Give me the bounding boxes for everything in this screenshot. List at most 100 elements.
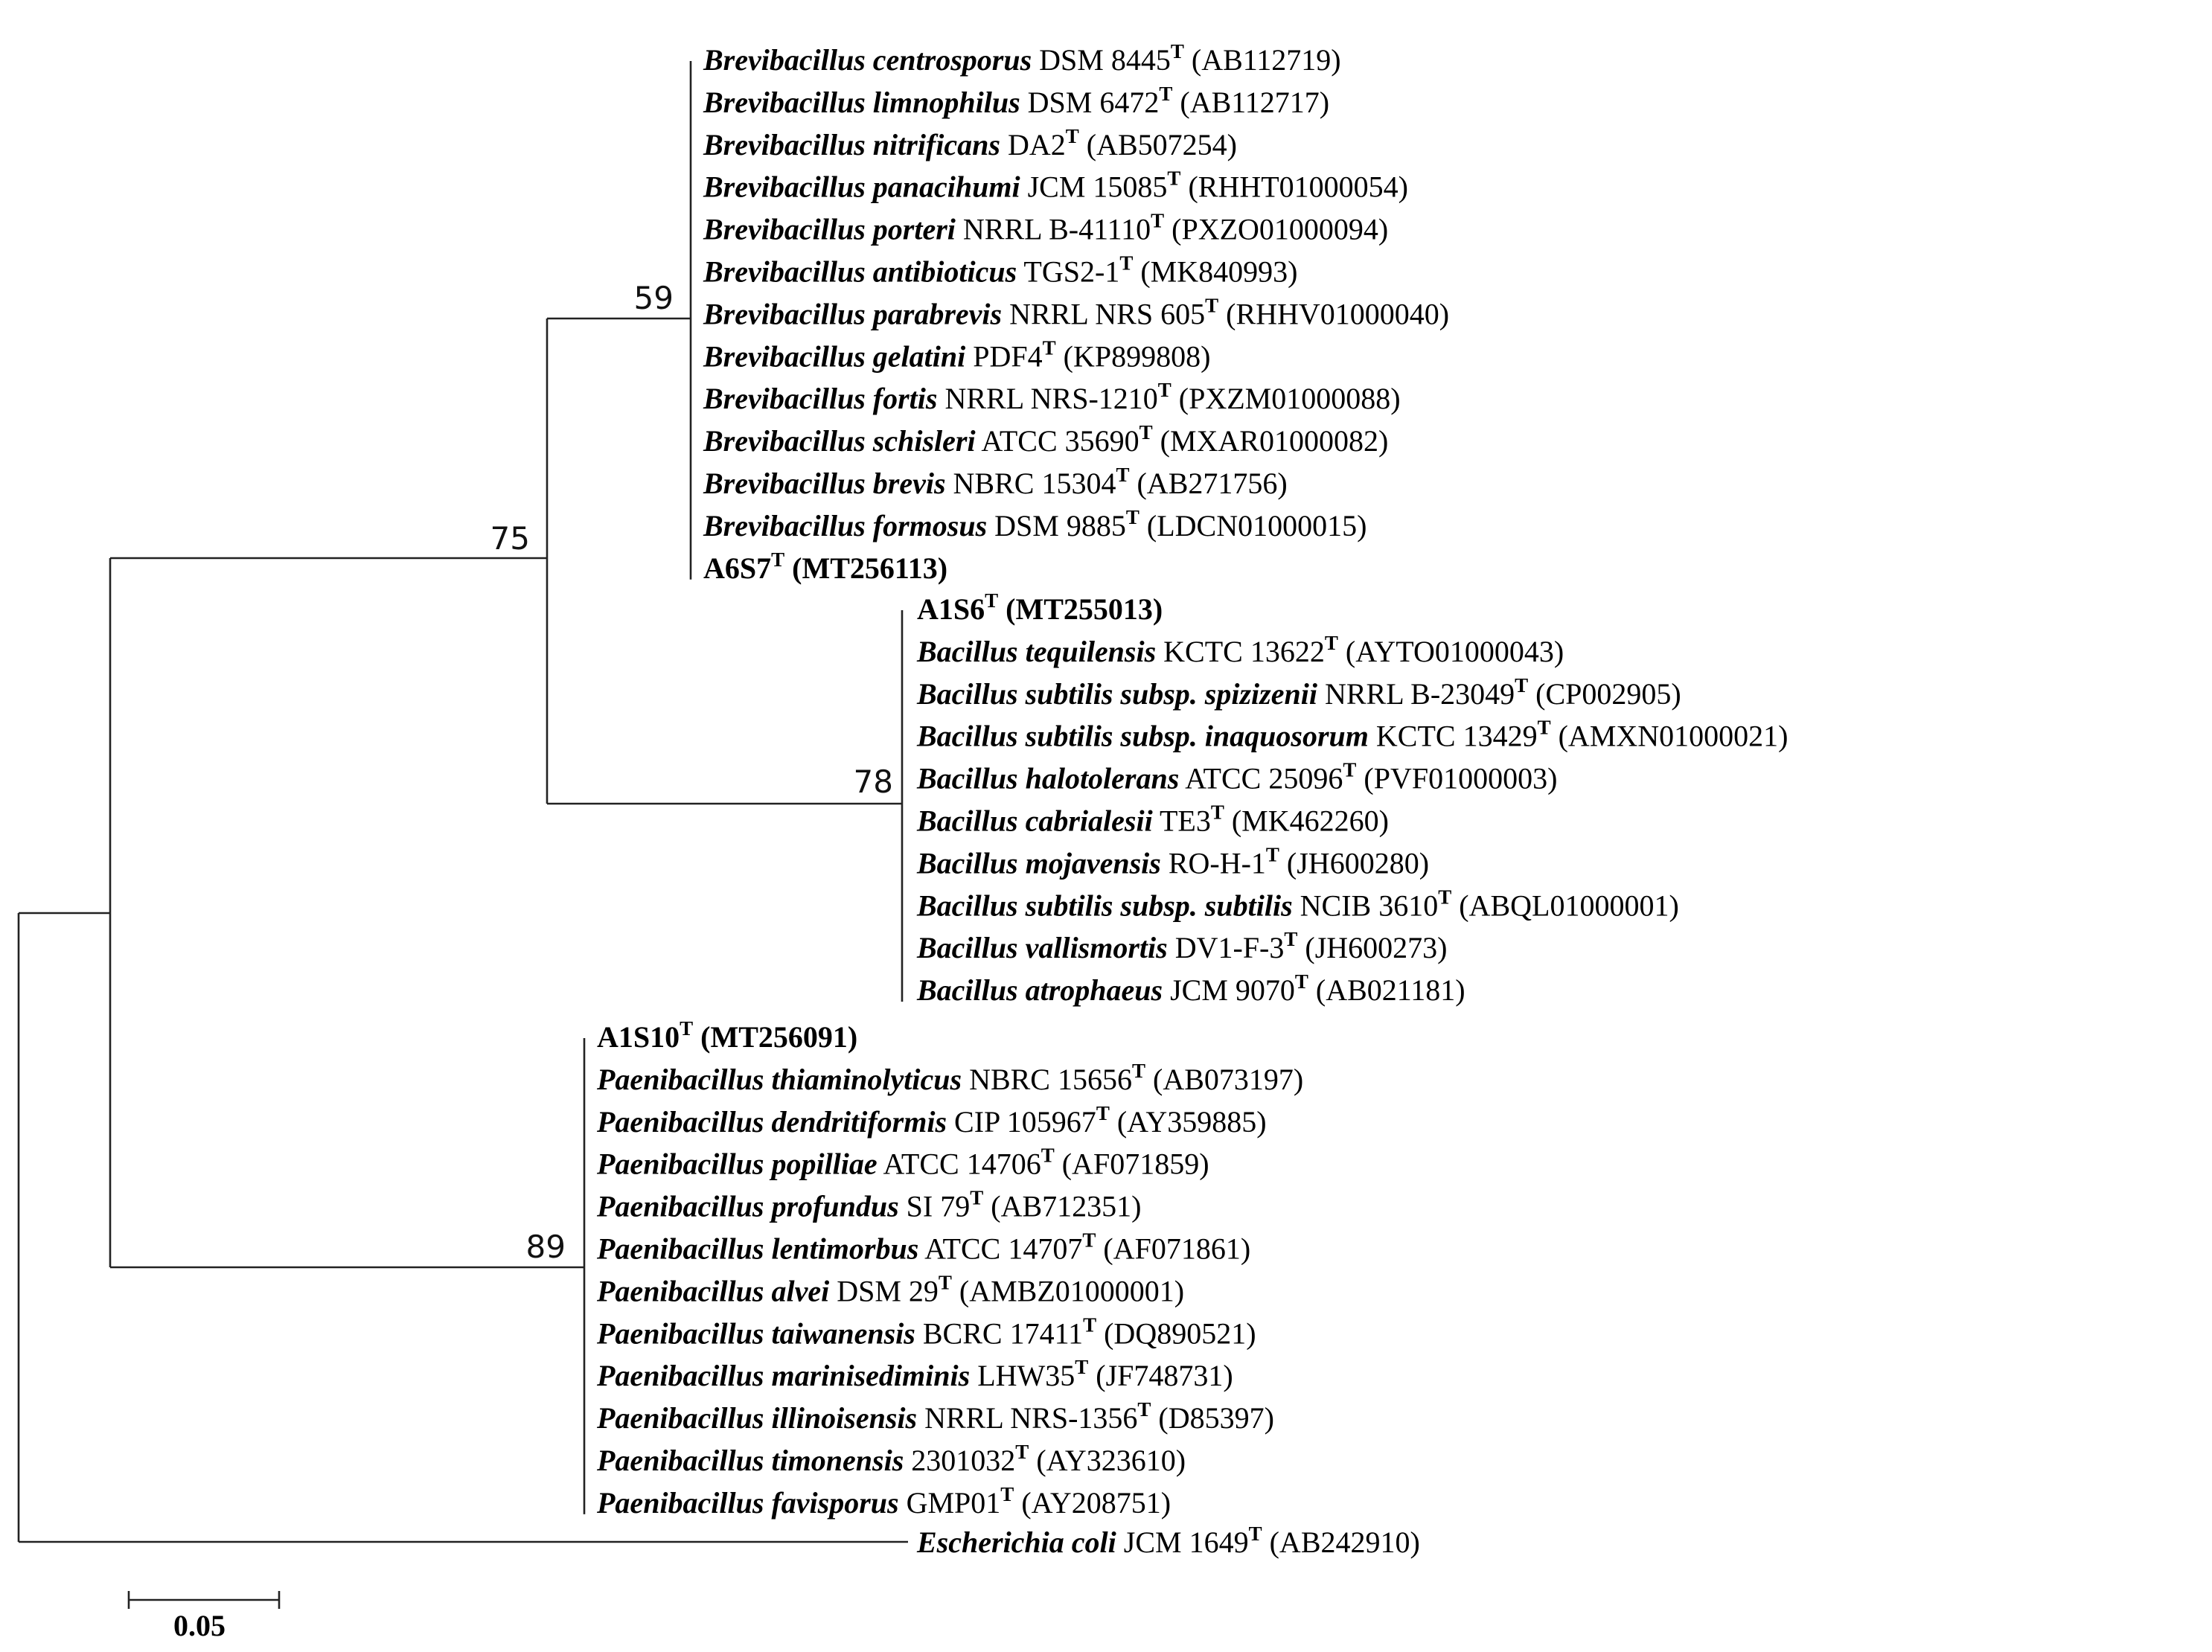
- species-name: Bacillus vallismortis: [916, 931, 1168, 964]
- type-strain-mark: T: [1158, 379, 1171, 401]
- accession-number: (DQ890521): [1096, 1316, 1256, 1350]
- accession-number: (AB112719): [1184, 43, 1341, 77]
- type-strain-mark: T: [985, 589, 998, 612]
- accession-number: (KP899808): [1056, 339, 1211, 373]
- type-strain-mark: T: [1159, 83, 1172, 105]
- leaf-label: Brevibacillus parabrevis NRRL NRS 605T (…: [703, 294, 1449, 330]
- bootstrap-value: 78: [854, 763, 893, 800]
- type-strain-mark: T: [970, 1187, 983, 1209]
- strain-name: ATCC 25096: [1179, 762, 1343, 795]
- type-strain-mark: T: [1151, 210, 1164, 232]
- strain-name: ATCC 35690: [976, 424, 1139, 458]
- accession-number: (AF071859): [1055, 1147, 1209, 1181]
- species-name: Paenibacillus popilliae: [596, 1147, 878, 1181]
- type-strain-mark: T: [1083, 1313, 1096, 1336]
- species-name: Bacillus cabrialesii: [916, 804, 1153, 838]
- leaf-label: Paenibacillus timonensis 2301032T (AY323…: [596, 1441, 1186, 1477]
- species-name: Brevibacillus centrosporus: [703, 43, 1032, 77]
- type-strain-mark: T: [1041, 1144, 1055, 1167]
- type-strain-mark: T: [1325, 632, 1338, 654]
- species-name: Brevibacillus gelatini: [703, 339, 965, 373]
- leaf-label: Paenibacillus marinisediminis LHW35T (JF…: [596, 1356, 1233, 1392]
- accession-number: (AB242910): [1262, 1525, 1420, 1559]
- species-name: Bacillus subtilis subsp. subtilis: [916, 889, 1293, 922]
- scale-bar-label: 0.05: [173, 1609, 226, 1642]
- type-strain-mark: T: [1000, 1483, 1014, 1505]
- species-name: Paenibacillus marinisediminis: [596, 1359, 970, 1392]
- leaf-label: Paenibacillus taiwanensis BCRC 17411T (D…: [596, 1313, 1256, 1350]
- type-strain-mark: T: [939, 1271, 952, 1293]
- species-name: Bacillus mojavensis: [916, 846, 1161, 880]
- accession-number: (PXZO01000094): [1164, 213, 1388, 246]
- accession-number: (MT255013): [998, 592, 1163, 626]
- leaf-label: Paenibacillus profundus SI 79T (AB712351…: [596, 1187, 1141, 1223]
- leaf-label: Brevibacillus formosus DSM 9885T (LDCN01…: [703, 506, 1366, 542]
- strain-name: NBRC 15304: [946, 467, 1116, 500]
- bootstrap-value: 59: [634, 280, 674, 316]
- accession-number: (ABQL01000001): [1451, 889, 1679, 922]
- bootstrap-value: 89: [526, 1229, 566, 1265]
- bootstrap-value: 75: [490, 520, 530, 557]
- strain-name: NRRL NRS 605: [1002, 297, 1205, 330]
- species-name: Paenibacillus taiwanensis: [596, 1316, 915, 1350]
- type-strain-mark: T: [1438, 886, 1451, 908]
- strain-name: NCIB 3610: [1293, 889, 1439, 922]
- strain-name: TGS2-1: [1017, 255, 1119, 289]
- leaf-label: Brevibacillus antibioticus TGS2-1T (MK84…: [703, 252, 1297, 289]
- type-strain-mark: T: [1284, 928, 1297, 950]
- species-name: Brevibacillus formosus: [703, 509, 987, 542]
- strain-name: NRRL NRS-1210: [937, 382, 1157, 415]
- type-strain-mark: T: [1249, 1523, 1262, 1545]
- leaf-label: Brevibacillus fortis NRRL NRS-1210T (PXZ…: [703, 379, 1401, 415]
- accession-number: (AMXN01000021): [1551, 720, 1789, 753]
- accession-number: (AF071861): [1096, 1232, 1250, 1266]
- species-name: Bacillus subtilis subsp. spizizenii: [916, 677, 1317, 711]
- leaf-label: Bacillus mojavensis RO-H-1T (JH600280): [916, 843, 1429, 880]
- type-strain-mark: T: [1139, 421, 1153, 444]
- accession-number: (AY323610): [1029, 1444, 1186, 1477]
- leaf-label: Bacillus subtilis subsp. spizizenii NRRL…: [916, 674, 1681, 711]
- species-name: Paenibacillus illinoisensis: [596, 1401, 917, 1435]
- strain-name: TE3: [1153, 804, 1211, 838]
- leaf-label: Bacillus halotolerans ATCC 25096T (PVF01…: [916, 759, 1557, 795]
- strain-name: NRRL NRS-1356: [917, 1401, 1137, 1435]
- strain-name: NRRL B-41110: [956, 213, 1151, 246]
- strain-name: DA2: [1000, 128, 1066, 161]
- species-name: Brevibacillus porteri: [703, 213, 956, 246]
- type-strain-mark: T: [1116, 464, 1129, 486]
- type-strain-mark: T: [1119, 252, 1133, 275]
- type-strain-mark: T: [1015, 1441, 1029, 1463]
- type-strain-mark: T: [1343, 759, 1356, 781]
- leaf-label: Bacillus tequilensis KCTC 13622T (AYTO01…: [916, 632, 1564, 668]
- strain-name: ATCC 14707: [918, 1232, 1082, 1266]
- leaf-label: Paenibacillus lentimorbus ATCC 14707T (A…: [596, 1229, 1250, 1266]
- type-strain-mark: T: [1137, 1398, 1151, 1421]
- leaf-label: Brevibacillus brevis NBRC 15304T (AB2717…: [703, 464, 1288, 500]
- type-strain-mark: T: [1096, 1102, 1110, 1124]
- accession-number: (AYTO01000043): [1338, 635, 1564, 668]
- leaf-label: Paenibacillus alvei DSM 29T (AMBZ0100000…: [596, 1271, 1184, 1307]
- type-strain-mark: T: [1075, 1356, 1088, 1378]
- species-name: Paenibacillus profundus: [596, 1190, 899, 1223]
- accession-number: (JH600280): [1279, 846, 1429, 880]
- accession-number: (MT256091): [693, 1020, 857, 1054]
- strain-name: DSM 29: [829, 1274, 939, 1307]
- species-name: Bacillus tequilensis: [916, 635, 1156, 668]
- accession-number: (AB507254): [1079, 128, 1237, 161]
- accession-number: (LDCN01000015): [1139, 509, 1367, 542]
- species-name: Paenibacillus dendritiformis: [596, 1105, 947, 1139]
- species-name: Brevibacillus fortis: [703, 382, 937, 415]
- strain-name: CIP 105967: [947, 1105, 1096, 1139]
- species-name: Brevibacillus antibioticus: [703, 255, 1017, 289]
- species-name: Paenibacillus thiaminolyticus: [596, 1063, 962, 1096]
- leaf-label: Bacillus vallismortis DV1-F-3T (JH600273…: [916, 928, 1448, 964]
- species-name: Paenibacillus lentimorbus: [596, 1232, 918, 1266]
- tree-branches: [17, 61, 908, 1543]
- accession-number: (RHHV01000040): [1218, 297, 1449, 330]
- strain-name: DSM 6472: [1020, 86, 1160, 119]
- type-strain-mark: T: [1515, 674, 1528, 697]
- accession-number: (AY208751): [1014, 1486, 1171, 1520]
- species-name: Bacillus subtilis subsp. inaquosorum: [916, 720, 1369, 753]
- accession-number: (JH600273): [1297, 931, 1447, 964]
